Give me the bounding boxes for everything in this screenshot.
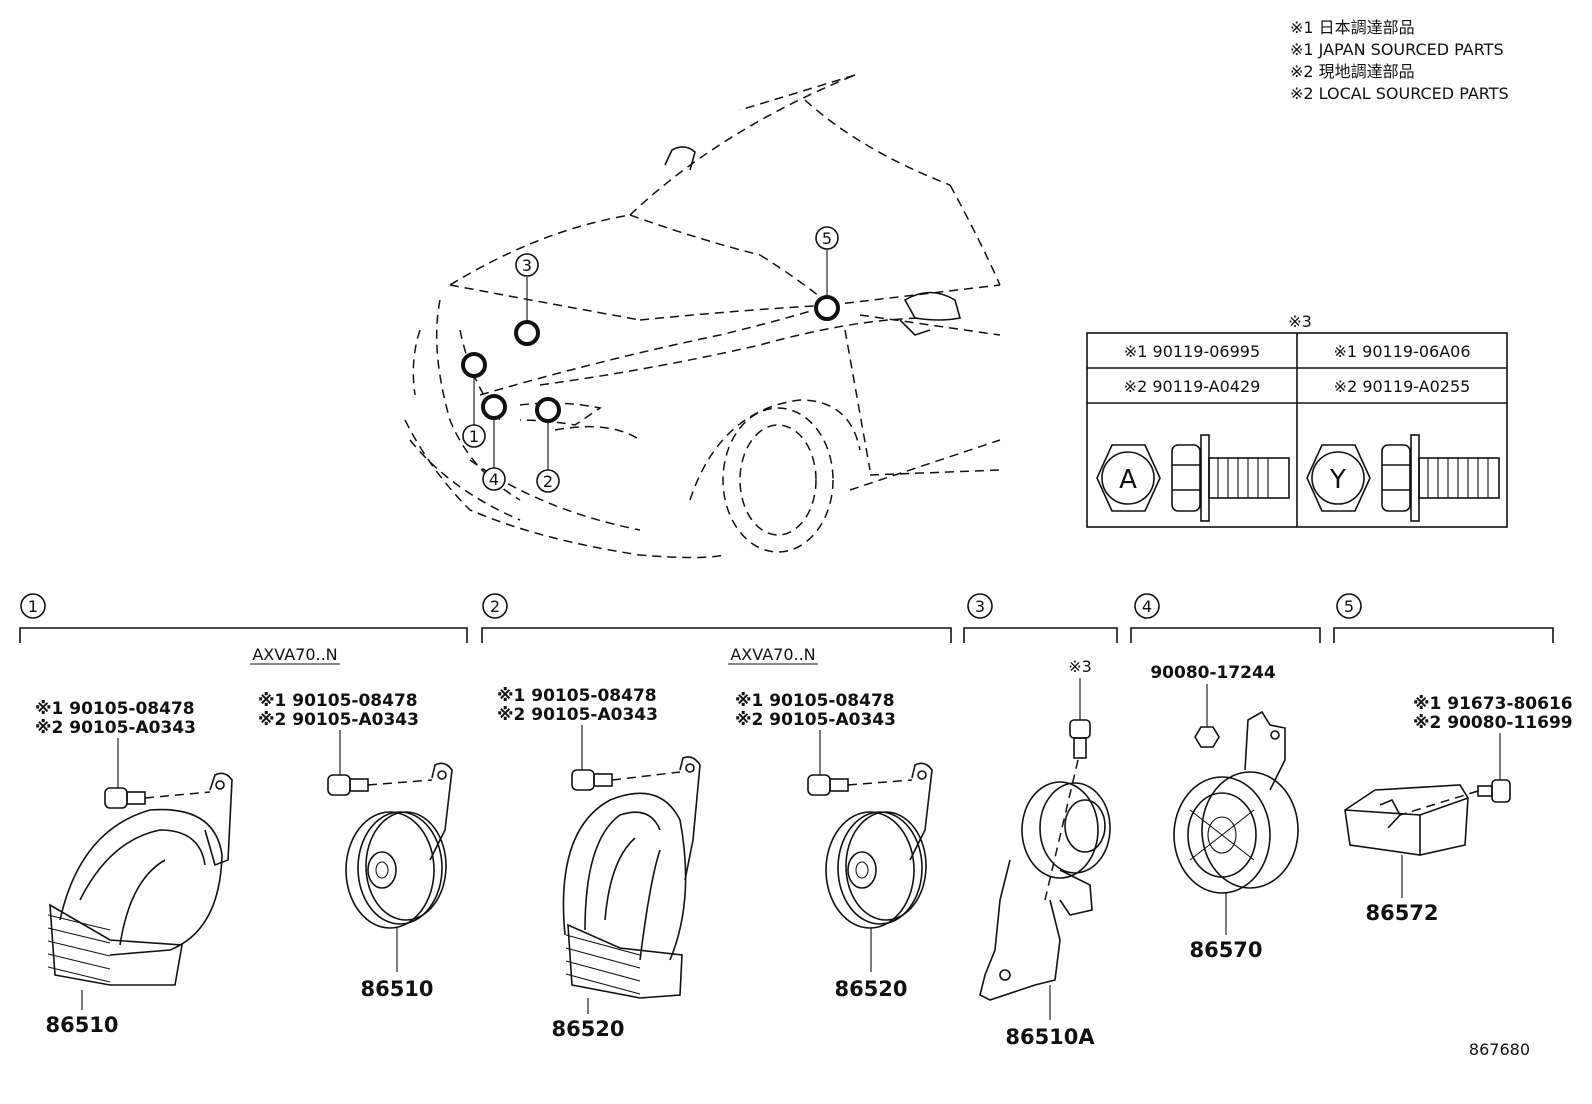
svg-text:5: 5 bbox=[822, 229, 832, 248]
s2-low-part-number: 86520 bbox=[834, 977, 907, 1001]
svg-text:4: 4 bbox=[1142, 597, 1152, 616]
callout-3: 3 bbox=[515, 253, 539, 277]
s1-low-bolt-label-1: ※1 90105-08478 bbox=[258, 691, 418, 711]
s4-part-number: 86570 bbox=[1189, 938, 1262, 962]
s5-part-number: 86572 bbox=[1365, 901, 1438, 925]
s1-high-horn-group: ※1 90105-08478 ※2 90105-A0343 86510 bbox=[35, 699, 233, 1037]
bolt-table-header: ※3 bbox=[1288, 312, 1312, 331]
location-marker-1 bbox=[461, 352, 487, 378]
notes-legend: ※1 日本調達部品 ※1 JAPAN SOURCED PARTS ※2 現地調達… bbox=[1290, 18, 1509, 103]
bolt-y-head-letter: Y bbox=[1329, 465, 1346, 495]
bolt-cell-a-local: ※2 90119-A0429 bbox=[1124, 377, 1261, 396]
s1-low-horn-group: ※1 90105-08478 ※2 90105-A0343 86510 bbox=[258, 691, 453, 1001]
s1-low-part-number: 86510 bbox=[360, 977, 433, 1001]
location-marker-5 bbox=[814, 295, 840, 321]
svg-text:3: 3 bbox=[522, 256, 532, 275]
vehicle-overview: 1 2 3 4 5 bbox=[404, 74, 1001, 559]
svg-text:2: 2 bbox=[490, 597, 500, 616]
s2-high-horn-group: ※1 90105-08478 ※2 90105-A0343 86520 bbox=[497, 686, 701, 1041]
s2-low-horn-group: ※1 90105-08478 ※2 90105-A0343 86520 bbox=[735, 691, 933, 1001]
svg-text:5: 5 bbox=[1344, 597, 1354, 616]
section-2-header: 2 AXVA70..N bbox=[481, 593, 952, 665]
s1-high-part-number: 86510 bbox=[45, 1013, 118, 1037]
location-marker-2 bbox=[535, 397, 561, 423]
svg-text:2: 2 bbox=[543, 472, 553, 491]
bolt-cell-y-local: ※2 90119-A0255 bbox=[1334, 377, 1471, 396]
svg-text:1: 1 bbox=[469, 427, 479, 446]
s4-nut-label: 90080-17244 bbox=[1150, 663, 1276, 683]
section-1-model: AXVA70..N bbox=[252, 645, 337, 664]
section-3-header: 3 bbox=[963, 593, 1118, 643]
section-1-header: 1 AXVA70..N bbox=[19, 593, 468, 665]
callout-5: 5 bbox=[815, 226, 839, 250]
s4-horn-group: 90080-17244 86570 bbox=[1150, 663, 1299, 962]
section-headers: 1 AXVA70..N 2 AXVA70..N 3 4 5 bbox=[19, 593, 1554, 665]
s2-low-bolt-label-2: ※2 90105-A0343 bbox=[735, 710, 896, 730]
s2-high-part-number: 86520 bbox=[551, 1017, 624, 1041]
s2-low-bolt-label-1: ※1 90105-08478 bbox=[735, 691, 895, 711]
s1-high-bolt-label-2: ※2 90105-A0343 bbox=[35, 718, 196, 738]
callout-2: 2 bbox=[536, 469, 560, 493]
bolt-y-drawing: Y bbox=[1306, 434, 1500, 522]
s3-bolt-label: ※3 bbox=[1068, 657, 1092, 676]
svg-text:4: 4 bbox=[489, 470, 499, 489]
s2-high-bolt-label-1: ※1 90105-08478 bbox=[497, 686, 657, 706]
callout-1: 1 bbox=[462, 424, 486, 448]
s3-part-number: 86510A bbox=[1005, 1025, 1095, 1049]
bolt-cell-a-jp: ※1 90119-06995 bbox=[1124, 342, 1260, 361]
bolt-a-head-letter: A bbox=[1119, 465, 1137, 495]
note-line-1: ※1 日本調達部品 bbox=[1290, 18, 1415, 37]
bolt-cell-y-jp: ※1 90119-06A06 bbox=[1333, 342, 1470, 361]
note-line-4: ※2 LOCAL SOURCED PARTS bbox=[1290, 84, 1509, 103]
section-5-header: 5 bbox=[1333, 593, 1554, 643]
bolt-table: ※3 ※1 90119-06995 ※1 90119-06A06 ※2 9011… bbox=[1086, 312, 1508, 528]
bolt-a-drawing: A bbox=[1096, 434, 1290, 522]
location-marker-3 bbox=[514, 320, 540, 346]
svg-text:1: 1 bbox=[28, 597, 38, 616]
note-line-2: ※1 JAPAN SOURCED PARTS bbox=[1290, 40, 1504, 59]
s5-bolt-label-1: ※1 91673-80616 bbox=[1413, 694, 1573, 714]
s1-high-bolt-label-1: ※1 90105-08478 bbox=[35, 699, 195, 719]
illustration-id: 867680 bbox=[1469, 1040, 1530, 1059]
svg-text:3: 3 bbox=[975, 597, 985, 616]
section-4-header: 4 bbox=[1130, 593, 1321, 643]
section-2-model: AXVA70..N bbox=[730, 645, 815, 664]
location-marker-4 bbox=[481, 394, 507, 420]
s1-low-bolt-label-2: ※2 90105-A0343 bbox=[258, 710, 419, 730]
callout-4: 4 bbox=[482, 467, 506, 491]
s2-high-bolt-label-2: ※2 90105-A0343 bbox=[497, 705, 658, 725]
s3-horn-group: ※3 86510A bbox=[979, 657, 1111, 1049]
s5-bolt-label-2: ※2 90080-11699 bbox=[1413, 713, 1573, 733]
s5-module-group: ※1 91673-80616 ※2 90080-11699 86572 bbox=[1344, 694, 1573, 925]
note-line-3: ※2 現地調達部品 bbox=[1290, 62, 1415, 81]
